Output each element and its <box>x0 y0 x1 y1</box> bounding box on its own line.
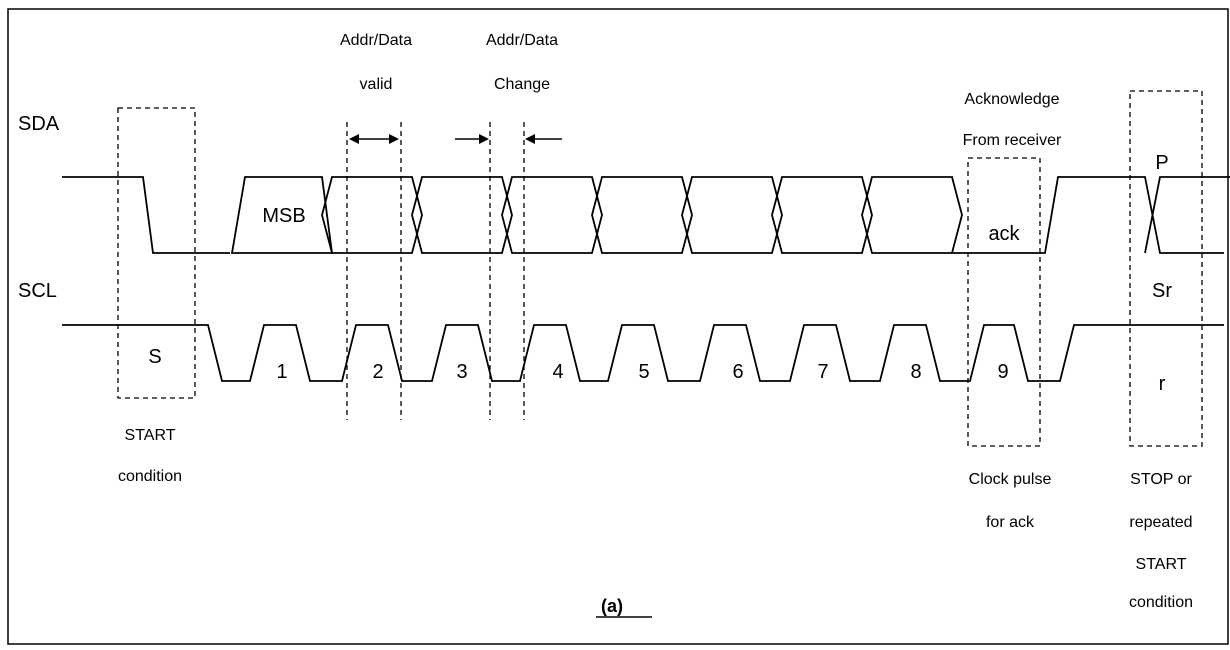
clock-number: 2 <box>372 361 383 383</box>
stop-caption-3: START <box>1136 556 1187 573</box>
addr-valid-label-1: Addr/Data <box>340 32 412 49</box>
clock-number: 4 <box>552 361 563 383</box>
addr-change-label-1: Addr/Data <box>486 32 558 49</box>
valid-window-arrow-icon <box>349 134 399 144</box>
clock-number: 3 <box>456 361 467 383</box>
diagram-border <box>7 8 1229 645</box>
ack-label: ack <box>988 223 1020 245</box>
sda-label: SDA <box>18 113 60 135</box>
figure-label: (a) <box>601 596 623 616</box>
msb-label: MSB <box>262 205 305 227</box>
sr-symbol: Sr <box>1152 280 1172 302</box>
start-caption-2: condition <box>118 468 182 485</box>
clock-ack-caption-2: for ack <box>986 514 1035 531</box>
start-condition-box <box>117 107 196 399</box>
stop-caption-1: STOP or <box>1130 471 1192 488</box>
clock-number: 7 <box>817 361 828 383</box>
stop-condition-box <box>1129 90 1203 447</box>
ack-from-label-2: From receiver <box>963 132 1062 149</box>
scl-label: SCL <box>18 280 57 302</box>
clock-ack-caption-1: Clock pulse <box>969 471 1052 488</box>
clock-number: 6 <box>732 361 743 383</box>
scl-waveform <box>62 324 1224 382</box>
clock-number: 1 <box>276 361 287 383</box>
stop-caption-4: condition <box>1129 594 1193 611</box>
change-window-arrow-icon <box>455 134 562 144</box>
clock-number: 8 <box>910 361 921 383</box>
addr-change-label-2: Change <box>494 76 550 93</box>
clock-number: 9 <box>997 361 1008 383</box>
addr-valid-label-2: valid <box>360 76 393 93</box>
clock-number: 5 <box>638 361 649 383</box>
ack-from-label-1: Acknowledge <box>964 91 1059 108</box>
start-symbol: S <box>148 346 161 368</box>
start-caption-1: START <box>125 427 176 444</box>
r-symbol: r <box>1159 373 1166 395</box>
ack-clock-box <box>967 157 1041 447</box>
stop-caption-2: repeated <box>1129 514 1192 531</box>
p-symbol: P <box>1155 152 1168 174</box>
sda-waveform <box>62 176 1230 254</box>
